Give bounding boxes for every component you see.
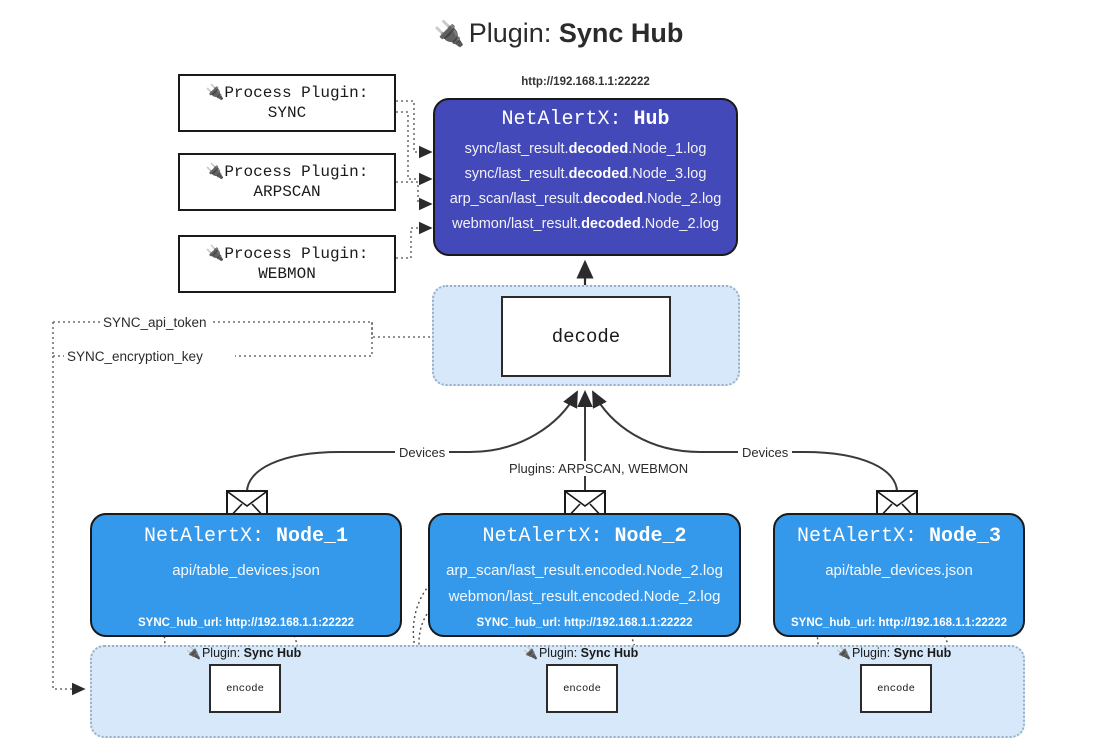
node-hub-url: SYNC_hub_url: http://192.168.1.1:22222 [137,617,355,629]
node-title-prefix: NetAlertX: [482,525,615,548]
edge-arpscan-to-log3 [396,181,433,211]
plug-icon: 🔌 [836,646,851,660]
process-plugin-label: Process Plugin: [224,163,369,181]
node-hub-url: SYNC_hub_url: http://192.168.1.1:22222 [790,617,1008,629]
node-title-prefix: NetAlertX: [143,525,276,548]
encode-box-node-2[interactable]: encode [546,664,618,713]
hub-node[interactable]: NetAlertX: Hub sync/last_result.decoded.… [433,98,738,256]
node-data-line: arp_scan/last_result.encoded.Node_2.log [446,562,723,579]
plugin-tag-node-2: 🔌Plugin: Sync Hub [523,646,638,660]
plugin-tag-prefix: Plugin: [538,646,581,660]
plug-icon: 🔌 [205,162,225,180]
process-plugin-name: SYNC [267,104,307,122]
node-box-node-2[interactable]: NetAlertX: Node_2 arp_scan/last_result.e… [428,513,741,637]
plugin-tag-prefix: Plugin: [201,646,244,660]
logline-strong: decoded [568,166,629,183]
logline-pre: webmon/last_result. [452,216,582,233]
sync-encryption-key-label: SYNC_encryption_key [64,349,206,364]
process-plugin-arpscan[interactable]: 🔌Process Plugin: ARPSCAN [178,153,396,211]
page-title: 🔌Plugin: Sync Hub [0,18,1117,49]
plugin-tag-node-3: 🔌Plugin: Sync Hub [836,646,951,660]
node-hub-url: SYNC_hub_url: http://192.168.1.1:22222 [476,617,693,629]
hub-logline-4: webmon/last_result.decoded.Node_2.log [435,212,736,237]
logline-post: .Node_1.log [628,141,707,157]
node-title-name: Node_1 [276,525,349,548]
logline-pre: sync/last_result. [464,141,569,157]
logline-strong: decoded [568,141,629,157]
node-title-name: Node_2 [614,525,687,548]
logline-strong: decoded [583,191,644,208]
node-data-line: webmon/last_result.encoded.Node_2.log [448,587,721,605]
process-plugin-webmon[interactable]: 🔌Process Plugin: WEBMON [178,235,396,293]
process-plugin-label: Process Plugin: [224,245,369,263]
hub-logline-3: arp_scan/last_result.decoded.Node_2.log [435,187,736,212]
edge-token-box-right [235,322,373,357]
edge-node1-to-decode [246,390,578,493]
edge-label-devices-right: Devices [738,445,793,460]
process-plugin-name: ARPSCAN [253,183,321,201]
plugin-tag-name: Sync Hub [580,646,639,660]
decode-box[interactable]: decode [501,296,671,377]
process-plugin-sync[interactable]: 🔌Process Plugin: SYNC [178,74,396,132]
logline-post: .Node_2.log [640,216,719,233]
plugin-tag-name: Sync Hub [243,646,302,660]
encode-box-node-3[interactable]: encode [860,664,932,713]
node-title: NetAlertX: Node_3 [775,525,1023,548]
logline-post: .Node_2.log [643,191,722,208]
plug-icon: 🔌 [205,83,225,101]
hub-logline-1: sync/last_result.decoded.Node_1.log [435,137,736,162]
node-box-node-3[interactable]: NetAlertX: Node_3 api/table_devices.json… [773,513,1025,637]
logline-pre: arp_scan/last_result. [449,191,584,208]
edge-label-plugins-mid: Plugins: ARPSCAN, WEBMON [505,461,693,476]
process-plugin-label: Process Plugin: [224,84,369,102]
node-title-prefix: NetAlertX: [796,525,929,548]
plug-icon: 🔌 [523,646,538,660]
encode-box-node-1[interactable]: encode [209,664,281,713]
edge-encryption-key-to-plugins [52,356,86,696]
node-title: NetAlertX: Node_1 [92,525,400,548]
hub-title: NetAlertX: Hub [435,108,736,131]
logline-pre: sync/last_result. [464,166,569,183]
sync-api-token-label: SYNC_api_token [100,315,210,330]
edge-sync-to-log2 [396,111,433,186]
plug-icon: 🔌 [186,646,201,660]
hub-title-name: Hub [633,108,670,131]
edge-label-devices-left: Devices [395,445,450,460]
page-title-name: Sync Hub [558,18,684,48]
node-title: NetAlertX: Node_2 [430,525,739,548]
edge-sync-to-log1 [396,100,433,159]
plugin-tag-prefix: Plugin: [851,646,894,660]
edge-node3-to-decode [592,390,898,493]
logline-strong: decoded [581,216,641,233]
logline-post: .Node_3.log [628,166,707,183]
node-title-name: Node_3 [929,525,1002,548]
hub-title-prefix: NetAlertX: [501,108,634,131]
plugin-tag-name: Sync Hub [893,646,952,660]
plug-icon: 🔌 [433,20,465,48]
node-box-node-1[interactable]: NetAlertX: Node_1 api/table_devices.json… [90,513,402,637]
page-title-prefix: Plugin: [468,18,559,48]
edge-webmon-to-log4 [396,221,433,259]
node-data-line: api/table_devices.json [172,562,320,579]
plug-icon: 🔌 [205,244,225,262]
hub-logline-2: sync/last_result.decoded.Node_3.log [435,162,736,187]
node-data-line: api/table_devices.json [825,562,973,579]
plugin-tag-node-1: 🔌Plugin: Sync Hub [186,646,301,660]
hub-url-label: http://192.168.1.1:22222 [521,76,650,88]
process-plugin-name: WEBMON [258,265,316,283]
